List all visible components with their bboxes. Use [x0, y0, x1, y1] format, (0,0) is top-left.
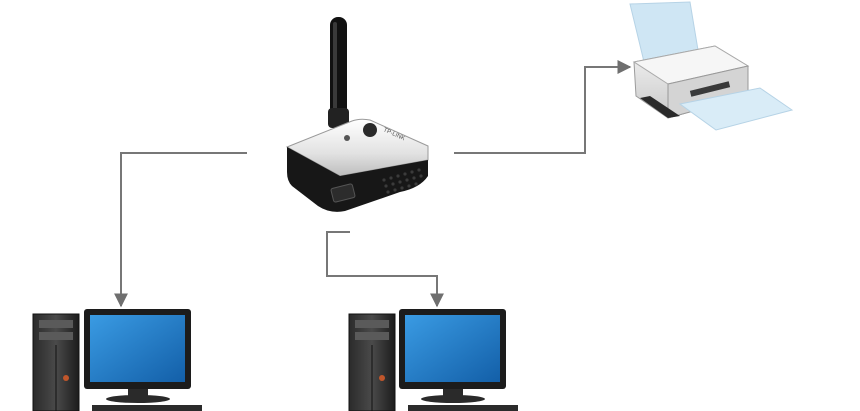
- printer-icon: [629, 1, 794, 131]
- wireless-print-server-icon: TP-LINK: [285, 17, 429, 212]
- computer-tower-icon: [348, 313, 396, 411]
- connection-server-to-printer: [454, 60, 632, 154]
- desktop-computer-left: [32, 309, 202, 411]
- monitor-icon: [399, 309, 506, 403]
- connection-server-to-computer-right: [326, 231, 444, 308]
- computer-tower-icon: [32, 313, 80, 411]
- keyboard-icon: [408, 405, 518, 411]
- monitor-icon: [84, 309, 191, 403]
- keyboard-icon: [92, 405, 202, 411]
- desktop-computer-right: [348, 309, 518, 411]
- connection-server-to-computer-left: [114, 152, 247, 308]
- connections: [114, 60, 632, 308]
